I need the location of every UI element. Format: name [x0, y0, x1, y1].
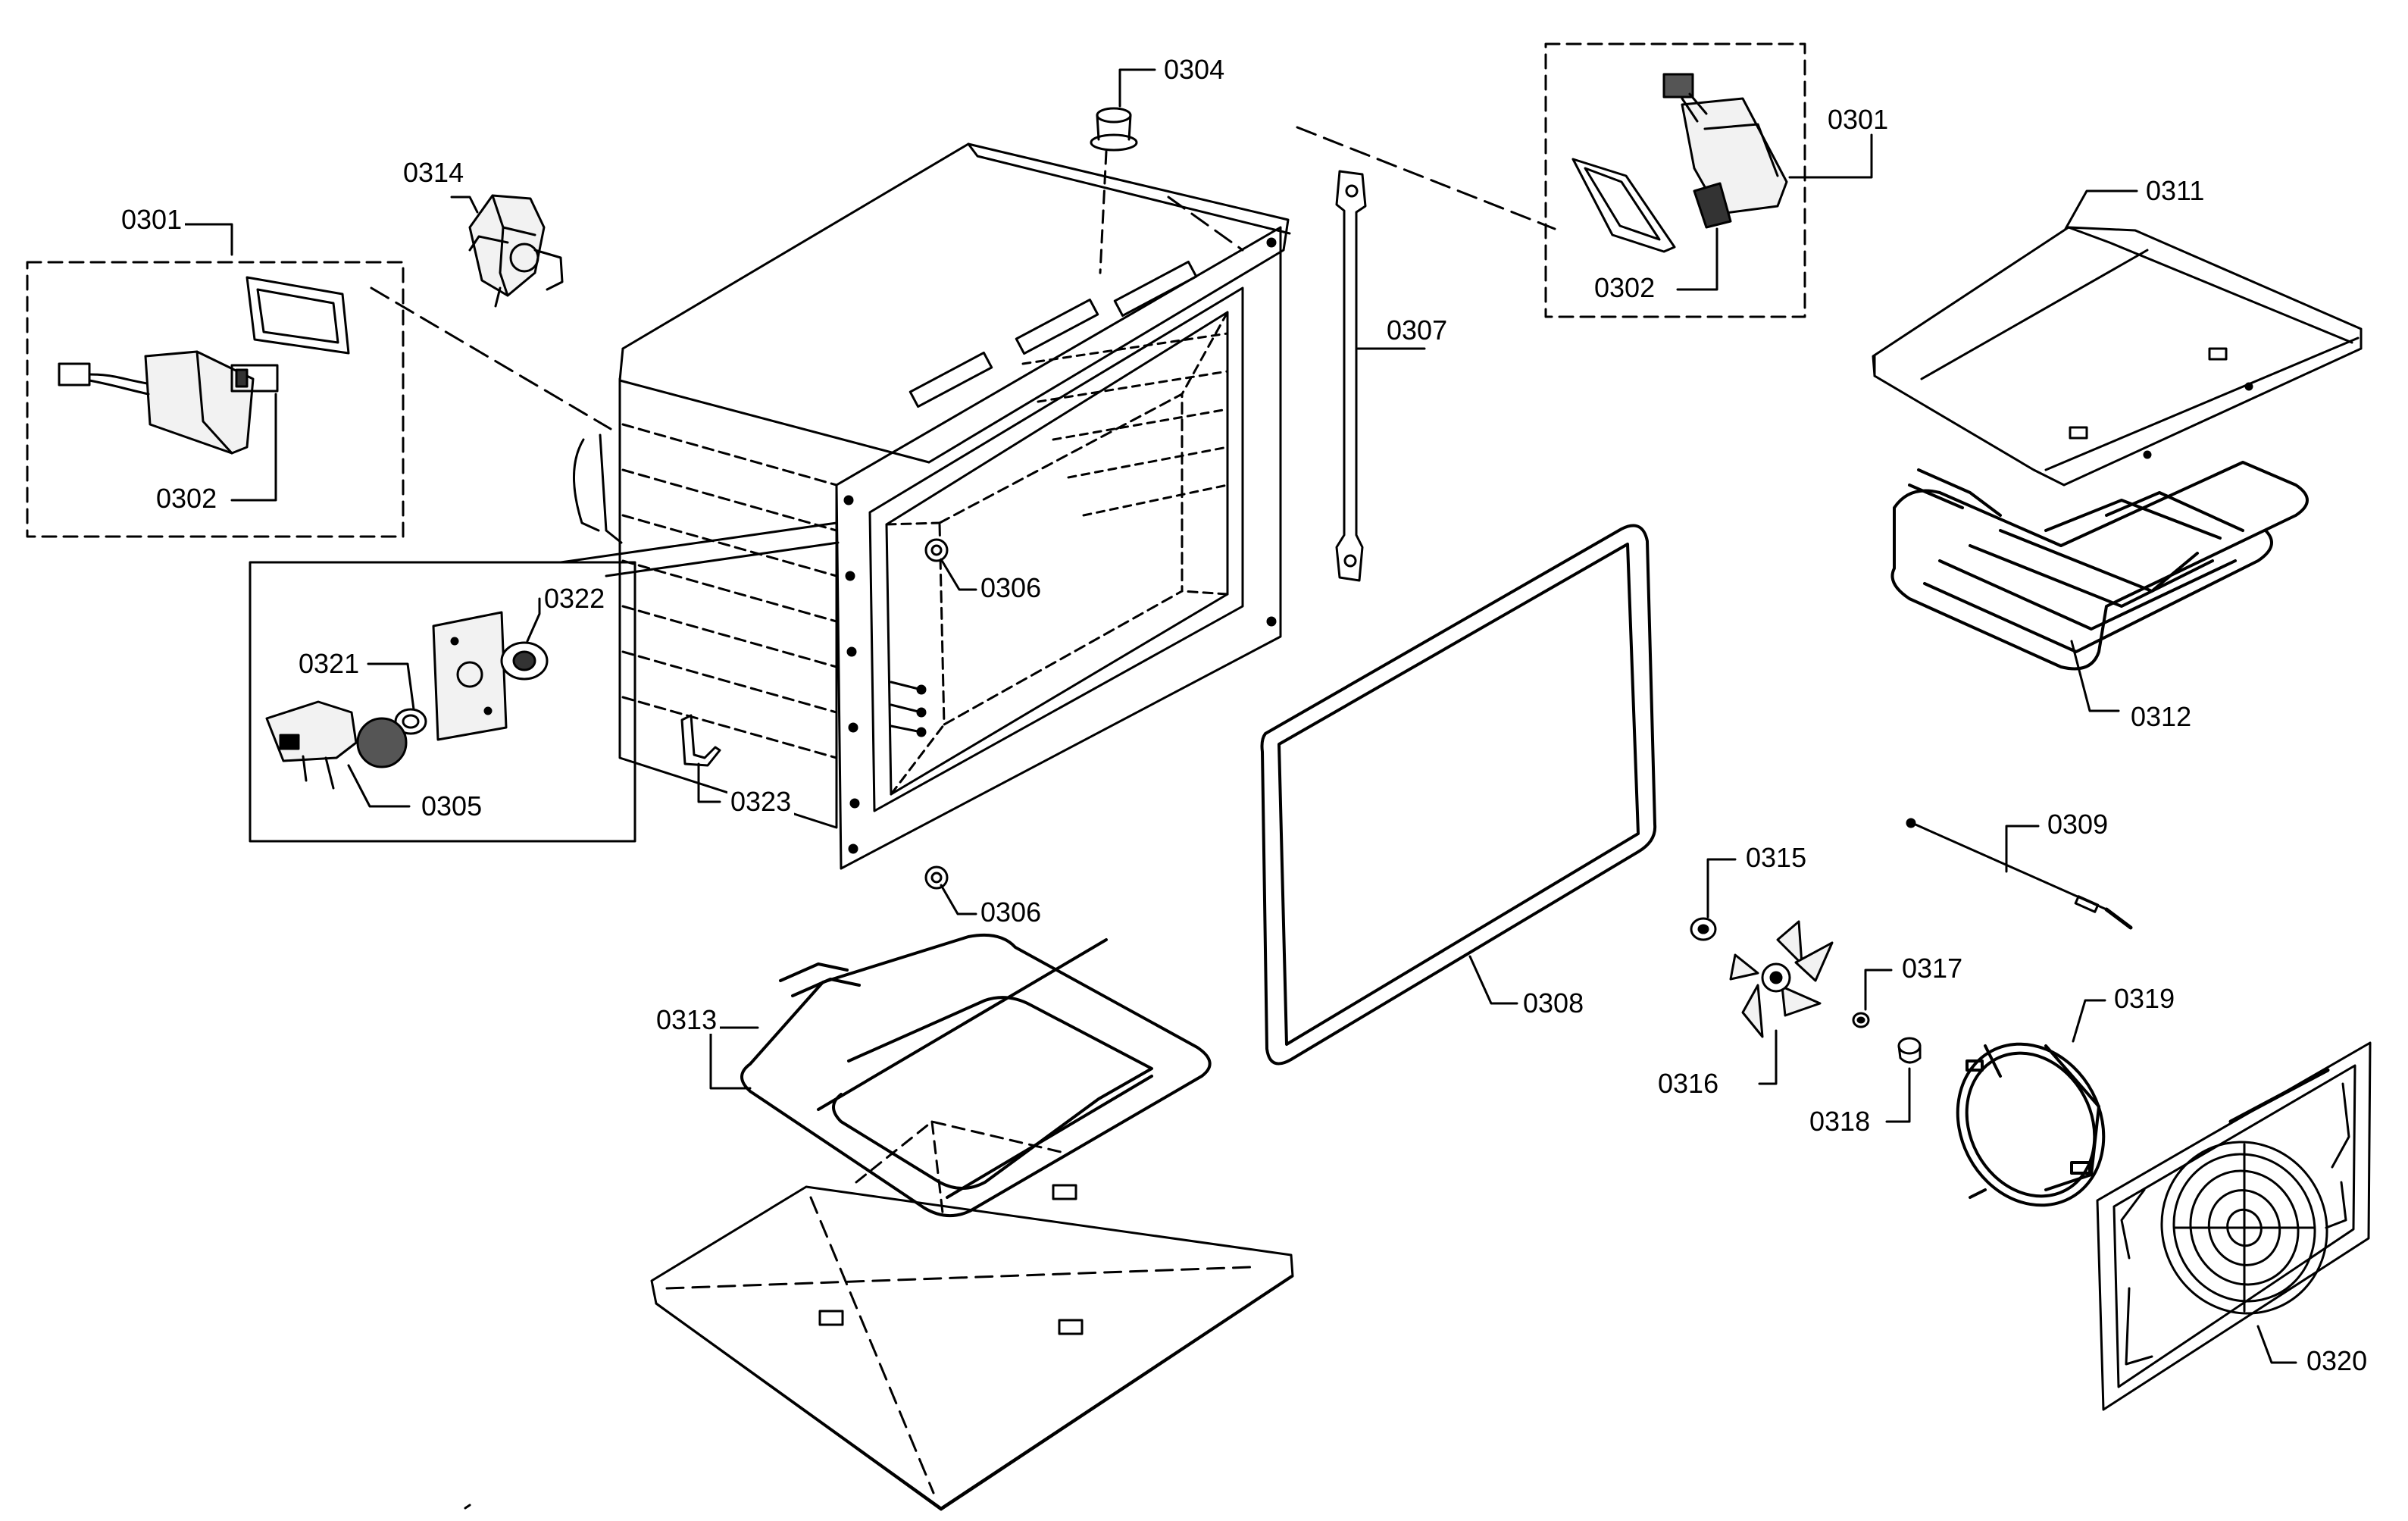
convection-fan-blade	[1729, 920, 1834, 1038]
thermostat-detail-box	[249, 521, 840, 843]
part-label-0315: 0315	[1743, 844, 1810, 872]
rack-support-fastener-top	[924, 538, 949, 562]
part-label-0321: 0321	[296, 650, 363, 678]
part-label-0314: 0314	[400, 159, 468, 186]
broil-element	[1890, 461, 2309, 671]
part-label-0317: 0317	[1899, 955, 1966, 982]
rack-support-fastener-bottom	[924, 865, 949, 890]
fan-washer	[1690, 917, 1717, 941]
door-gasket	[1260, 524, 1657, 1066]
lamp-assembly-left	[26, 261, 405, 538]
oven-cavity	[573, 142, 1291, 870]
temperature-probe	[1906, 818, 2133, 930]
part-label-0302-right: 0302	[1591, 274, 1659, 302]
part-label-0318: 0318	[1806, 1108, 1874, 1135]
part-label-0309: 0309	[2044, 811, 2112, 838]
part-label-0304: 0304	[1161, 56, 1228, 83]
part-label-0306-top: 0306	[977, 574, 1045, 602]
part-label-0316: 0316	[1655, 1070, 1722, 1097]
convection-ring-element	[1956, 1042, 2106, 1207]
bake-element	[740, 933, 1212, 1218]
vertical-bracket	[1335, 170, 1367, 582]
part-label-0308: 0308	[1520, 990, 1587, 1017]
part-label-0320: 0320	[2303, 1347, 2371, 1375]
part-label-0307: 0307	[1384, 317, 1451, 344]
rear-fan-cover	[2096, 1041, 2372, 1411]
spacer	[1897, 1037, 1922, 1064]
clip	[680, 714, 721, 767]
part-label-0301-left: 0301	[118, 206, 186, 233]
part-label-0319: 0319	[2111, 985, 2178, 1012]
top-heat-shield	[1872, 226, 2363, 487]
part-label-0313: 0313	[653, 1006, 721, 1034]
fan-nut	[1852, 1012, 1870, 1028]
part-label-0323: 0323	[727, 788, 795, 815]
part-label-0302-left: 0302	[153, 485, 220, 512]
part-label-0311: 0311	[2143, 177, 2208, 205]
part-label-0301-right: 0301	[1825, 106, 1892, 133]
top-cap	[1090, 107, 1138, 152]
cooling-fan-motor	[468, 194, 564, 308]
part-label-0322: 0322	[541, 585, 608, 612]
part-label-0305: 0305	[418, 793, 486, 820]
bottom-plate	[650, 1120, 1294, 1511]
part-label-0306-bottom: 0306	[977, 899, 1045, 926]
part-label-0312: 0312	[2128, 703, 2195, 731]
lamp-assembly-right	[1544, 42, 1806, 318]
